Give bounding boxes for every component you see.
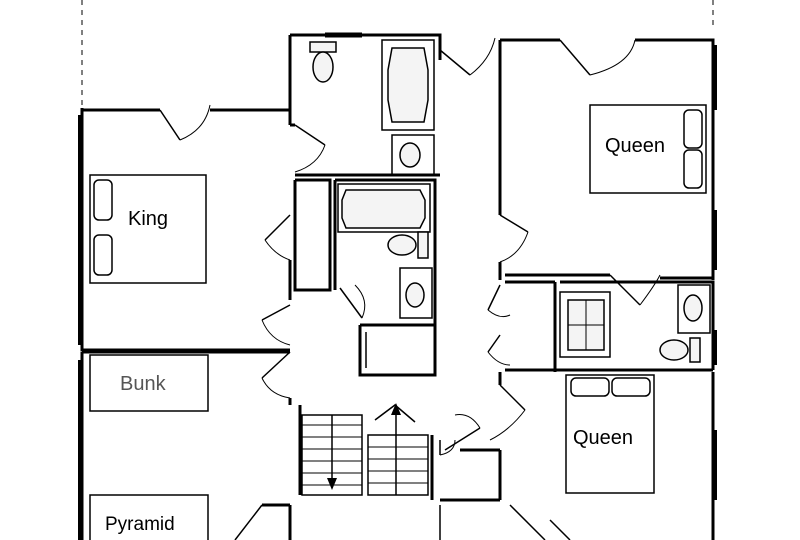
staircase bbox=[298, 403, 434, 500]
king-label: King bbox=[128, 208, 168, 230]
queen-bed-top bbox=[589, 104, 707, 194]
bunk-bed bbox=[89, 354, 209, 412]
bunk-room: Bunk Pyramid bbox=[78, 350, 290, 540]
toilet-right bbox=[659, 337, 701, 363]
bottom-doors bbox=[234, 503, 441, 540]
bathroom-center bbox=[293, 178, 437, 377]
toilet-center bbox=[387, 231, 429, 259]
queen-bedroom-top: Queen bbox=[500, 38, 717, 306]
bunk-label: Bunk bbox=[120, 373, 167, 395]
shower-right bbox=[559, 291, 611, 358]
toilet-top bbox=[309, 41, 337, 83]
queen-label-top: Queen bbox=[605, 135, 665, 157]
bathtub-center bbox=[337, 183, 431, 233]
pyramid-label: Pyramid bbox=[105, 514, 175, 535]
hall-doors-right bbox=[439, 40, 529, 502]
sink-top bbox=[391, 134, 435, 176]
bathroom-top bbox=[288, 32, 496, 177]
pyramid-bed bbox=[89, 494, 209, 540]
king-bedroom: King bbox=[78, 104, 290, 352]
queen-bed-bottom bbox=[565, 374, 655, 494]
queen-bedroom-bottom: Queen bbox=[509, 372, 717, 540]
king-bed bbox=[89, 174, 207, 284]
sink-right bbox=[677, 284, 711, 334]
bathroom-right bbox=[505, 280, 717, 372]
sink-center bbox=[399, 267, 433, 319]
bathtub-top bbox=[381, 39, 435, 131]
hall-doors-left bbox=[261, 214, 292, 405]
property-boundary bbox=[81, 0, 714, 112]
queen-label-bottom: Queen bbox=[573, 427, 633, 449]
